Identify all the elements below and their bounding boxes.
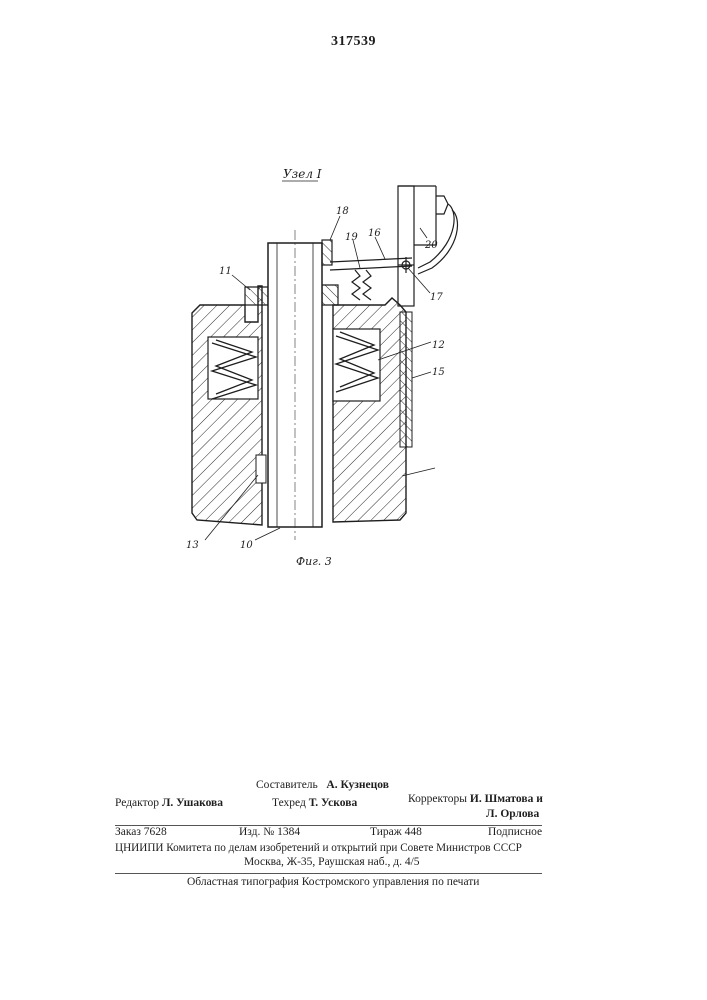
editor-name: Л. Ушакова xyxy=(162,797,223,809)
part-label-10: 10 xyxy=(240,540,253,551)
institution-line-2: Москва, Ж-35, Раушская наб., д. 4/5 xyxy=(244,856,420,868)
part-label-19: 19 xyxy=(345,232,358,243)
technical-drawing: Узел I xyxy=(0,0,707,600)
edition-number: Изд. № 1384 xyxy=(239,826,300,838)
divider-line-2 xyxy=(115,873,542,874)
part-label-13: 13 xyxy=(186,540,199,551)
part-label-18: 18 xyxy=(336,206,349,217)
institution-line-1: ЦНИИПИ Комитета по делам изобретений и о… xyxy=(115,842,522,854)
techeditor-line: Техред Т. Ускова xyxy=(272,797,357,809)
order-number: Заказ 7628 xyxy=(115,826,167,838)
techeditor-name: Т. Ускова xyxy=(309,797,357,809)
part-label-15: 15 xyxy=(432,367,445,378)
editor-line: Редактор Л. Ушакова xyxy=(115,797,223,809)
techeditor-label: Техред xyxy=(272,797,306,809)
subscription: Подписное xyxy=(488,826,542,838)
compiler-name: А. Кузнецов xyxy=(326,779,389,791)
housing-left xyxy=(192,286,262,525)
part-label-20: 20 xyxy=(424,240,438,251)
correctors-line: Корректоры И. Шматова и xyxy=(408,793,543,805)
corrector-2: Л. Орлова xyxy=(486,808,539,820)
compiler-label: Составитель xyxy=(256,779,318,791)
editor-label: Редактор xyxy=(115,797,159,809)
part-label-11: 11 xyxy=(219,266,232,277)
part-label-16: 16 xyxy=(368,228,381,239)
circulation: Тираж 448 xyxy=(370,826,422,838)
printer-line: Областная типография Костромского управл… xyxy=(187,876,479,888)
compiler-line: Составитель А. Кузнецов xyxy=(256,779,389,791)
part-label-17: 17 xyxy=(430,292,443,303)
housing-right xyxy=(333,298,412,522)
corrector-1: И. Шматова и xyxy=(470,793,543,805)
figure-caption: Фиг. 3 xyxy=(296,555,332,568)
node-label: Узел I xyxy=(283,167,322,181)
shaft-10 xyxy=(256,230,322,540)
correctors-label: Корректоры xyxy=(408,793,467,805)
part-label-12: 12 xyxy=(432,340,445,351)
divider-line xyxy=(115,825,542,826)
